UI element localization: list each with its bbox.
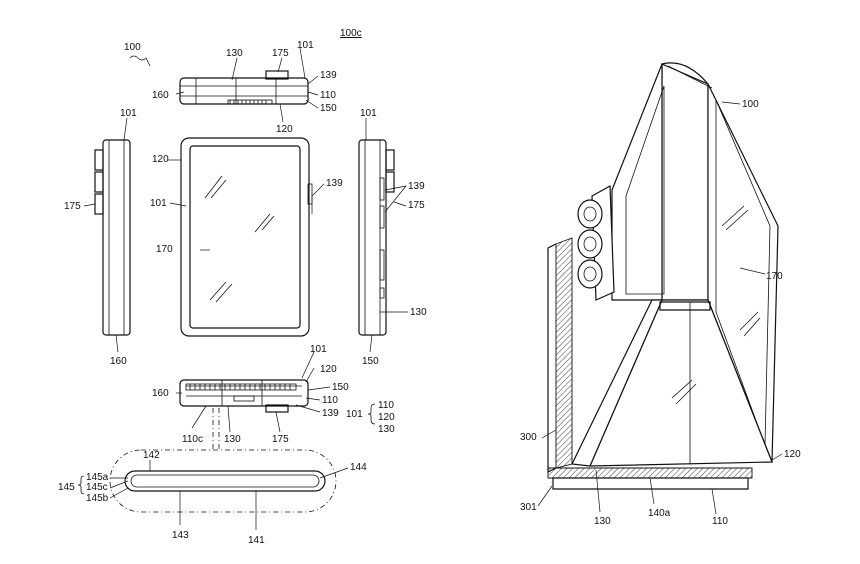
front-view [168,137,325,337]
speaker-grille-icon [185,383,297,391]
legend-120: 120 [378,412,395,423]
label-139-right: 139 [408,181,425,192]
legend-101: 101 [346,409,363,420]
label-r300: 300 [520,432,537,443]
label-150-top: 150 [320,103,337,114]
label-101-top: 101 [297,40,314,51]
label-r170: 170 [766,271,783,282]
label-142: 142 [143,450,160,461]
perspective-view [537,62,783,515]
label-150-bot: 150 [332,382,349,393]
label-101-bot: 101 [310,344,327,355]
label-139-top: 139 [320,70,337,81]
label-145a: 145a [86,472,109,483]
label-160-top: 160 [152,90,169,101]
label-139-front: 139 [326,178,343,189]
label-120-top: 120 [276,124,293,135]
label-r301: 301 [520,502,537,513]
label-r130: 130 [594,516,611,527]
label-145c: 145c [86,482,108,493]
label-160-bot: 160 [152,388,169,399]
label-175-left: 175 [64,201,81,212]
camera-module-icon [265,70,289,80]
label-101-front: 101 [150,198,167,209]
label-120-front: 120 [152,154,169,165]
label-100: 100 [124,42,141,53]
label-139-bot: 139 [322,408,339,419]
label-r140a: 140a [648,508,671,519]
label-120-bot: 120 [320,364,337,375]
label-110-bot: 110 [322,395,338,406]
label-101-right: 101 [360,108,377,119]
label-175-bot: 175 [272,434,289,445]
label-130-right: 130 [410,307,427,318]
left-side-view [83,117,131,353]
bottom-view [176,351,331,450]
legend-110: 110 [378,400,394,411]
label-130-top: 130 [226,48,243,59]
label-144: 144 [350,462,367,473]
label-175-right: 175 [408,200,425,211]
camera-module-icon [577,185,615,301]
label-110-top: 110 [320,90,336,101]
legend-101-brace [367,403,376,425]
label-145: 145 [58,482,75,493]
label-143: 143 [172,530,189,541]
label-r110: 110 [712,516,728,527]
squiggle-arrow-icon [129,55,151,67]
legend-130: 130 [378,424,395,435]
label-170-front: 170 [156,244,173,255]
figure-title: 100c [340,28,362,39]
label-175-top: 175 [272,48,289,59]
top-view [175,47,319,123]
label-145b: 145b [86,493,109,504]
label-160-left: 160 [110,356,127,367]
label-110c: 110c [182,434,203,445]
label-r120: 120 [784,449,801,460]
speaker-grille-icon [227,99,273,105]
label-141: 141 [248,535,265,546]
label-150-right: 150 [362,356,379,367]
label-101-left: 101 [120,108,137,119]
detail-view [77,449,349,530]
label-r100: 100 [742,99,759,110]
label-130-bot: 130 [224,434,241,445]
right-side-view [358,118,408,353]
